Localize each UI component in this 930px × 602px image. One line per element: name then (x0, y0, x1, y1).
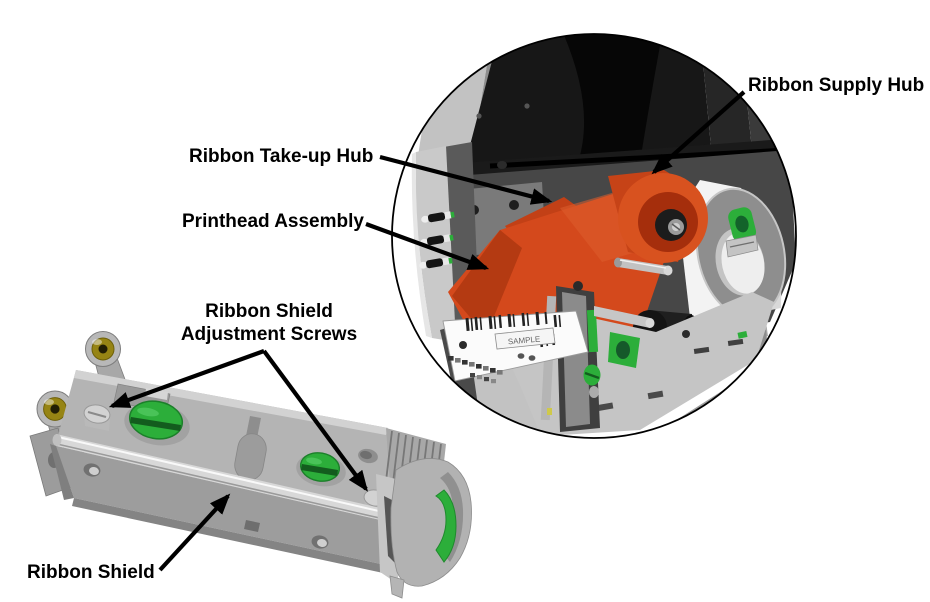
media-hub-clip (725, 207, 759, 258)
label-ribbon-supply-hub: Ribbon Supply Hub (748, 75, 925, 96)
label-adjustment-screws: Ribbon Shield Adjustment Screws (149, 300, 389, 346)
arrow-printhead-assembly (365, 222, 490, 270)
end-cap (376, 458, 472, 599)
hinge-rod (489, 143, 796, 169)
adjustment-screw-1 (83, 404, 111, 431)
panel-button-3 (419, 257, 453, 269)
thumbscrew-2 (296, 452, 346, 487)
thumbscrew-1 (124, 400, 190, 446)
arrow-takeup-hub (379, 154, 553, 205)
sensor-marks (448, 356, 503, 384)
media-spindle (614, 257, 673, 276)
sample-text: SAMPLE (507, 335, 540, 347)
label-printhead-assembly: Printhead Assembly (182, 211, 364, 232)
ribbon-shield-bar (52, 434, 398, 524)
callout-arrows (108, 90, 746, 572)
printhead-module (29, 331, 472, 599)
label-adjustment-screws-line2: Adjustment Screws (180, 324, 358, 345)
label-ribbon-takeup-hub: Ribbon Take-up Hub (189, 146, 374, 167)
inset-circle-outline (391, 33, 797, 439)
arrow-ribbon-shield (158, 493, 231, 572)
control-panel (411, 142, 480, 346)
arrow-adjustment-screw-left (108, 349, 265, 408)
label-adjustment-screws-line1: Ribbon Shield (205, 301, 333, 322)
sample-label: SAMPLE (442, 310, 589, 384)
label-ribbon-shield: Ribbon Shield (27, 562, 155, 583)
ribbon-supply-roll (608, 170, 708, 263)
arrow-adjustment-screw-right (262, 349, 368, 492)
panel-button-1 (421, 211, 455, 223)
arrow-supply-hub (651, 90, 746, 175)
printer-inset: SAMPLE (392, 34, 796, 438)
